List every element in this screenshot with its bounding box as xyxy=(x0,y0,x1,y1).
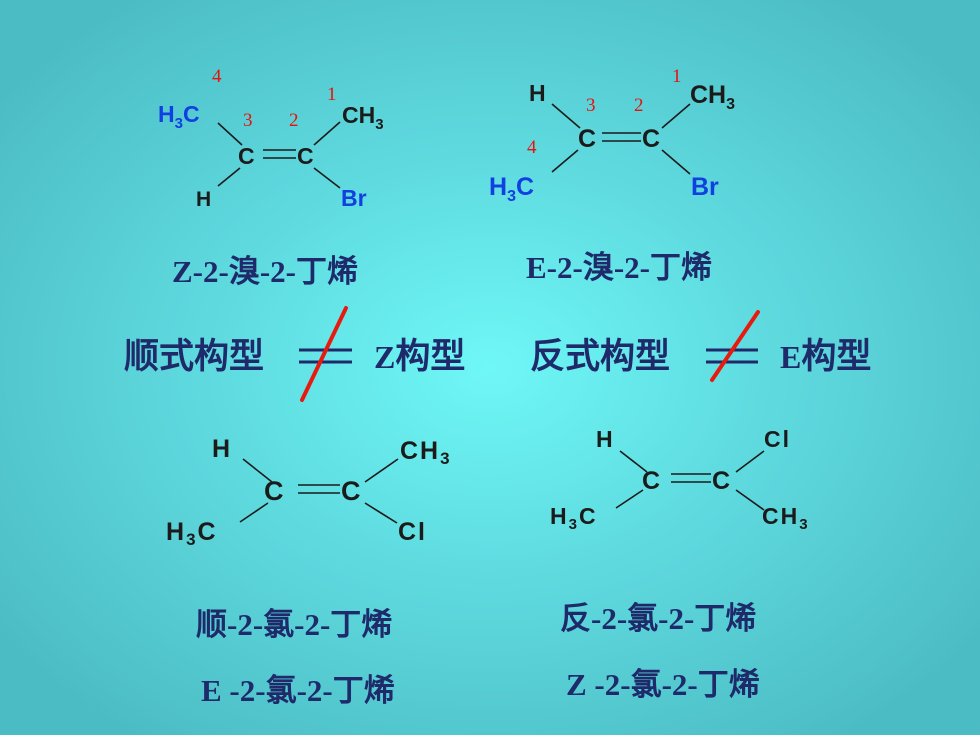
chlorine: Cl xyxy=(398,518,427,546)
bromine: Br xyxy=(691,173,719,201)
locant-3: 3 xyxy=(243,110,253,131)
methyl-ch3: CH3 xyxy=(690,81,735,113)
methyl-h3c: H3C xyxy=(166,518,218,549)
trans-vs-e-statement: 反式构型 xyxy=(530,339,670,374)
methyl-h3c: H3C xyxy=(489,173,534,205)
locant-1: 1 xyxy=(327,84,337,105)
carbon-left: C xyxy=(238,143,255,169)
hydrogen: H xyxy=(529,80,546,106)
locant-4: 4 xyxy=(527,137,537,158)
methyl-ch3: CH3 xyxy=(762,503,810,533)
methyl-ch3: CH3 xyxy=(400,437,452,468)
e-bromo-name: E-2-溴-2-丁烯 xyxy=(526,250,712,285)
locant-3: 3 xyxy=(586,95,596,116)
not-equal-sign-right xyxy=(706,310,760,382)
locant-4: 4 xyxy=(212,66,222,87)
carbon-left: C xyxy=(578,125,596,153)
cis-chloro-name: 顺-2-氯-2-丁烯 xyxy=(196,607,393,642)
carbon-right: C xyxy=(341,476,361,506)
hydrogen: H xyxy=(212,435,230,463)
carbon-left: C xyxy=(264,476,284,506)
locant-1: 1 xyxy=(672,66,682,87)
carbon-right: C xyxy=(297,143,314,169)
methyl-ch3: CH3 xyxy=(342,102,384,133)
e-chloro-name: E -2-氯-2-丁烯 xyxy=(201,673,395,708)
trans-chloro-name: 反-2-氯-2-丁烯 xyxy=(560,601,757,636)
carbon-right: C xyxy=(712,467,730,495)
not-equal-sign-left xyxy=(299,306,352,402)
cis-vs-z-statement: 顺式构型 xyxy=(124,339,264,374)
cis-config-text: 顺式构型 xyxy=(124,337,265,376)
z-bromo-name: Z-2-溴-2-丁烯 xyxy=(172,254,358,289)
e-config-text: E构型 xyxy=(780,337,872,376)
hydrogen: H xyxy=(196,188,211,211)
methyl-h3c: H3C xyxy=(158,101,200,132)
bromine: Br xyxy=(341,185,367,211)
chlorine: Cl xyxy=(764,426,791,452)
methyl-h3c: H3C xyxy=(550,503,598,533)
trans-config-text: 反式构型 xyxy=(530,337,671,376)
hydrogen: H xyxy=(596,426,613,452)
locant-2: 2 xyxy=(634,95,644,116)
carbon-left: C xyxy=(642,467,660,495)
carbon-right: C xyxy=(642,125,660,153)
z-config-text: Z构型 xyxy=(374,337,466,376)
z-chloro-name: Z -2-氯-2-丁烯 xyxy=(566,667,760,702)
locant-2: 2 xyxy=(289,110,299,131)
